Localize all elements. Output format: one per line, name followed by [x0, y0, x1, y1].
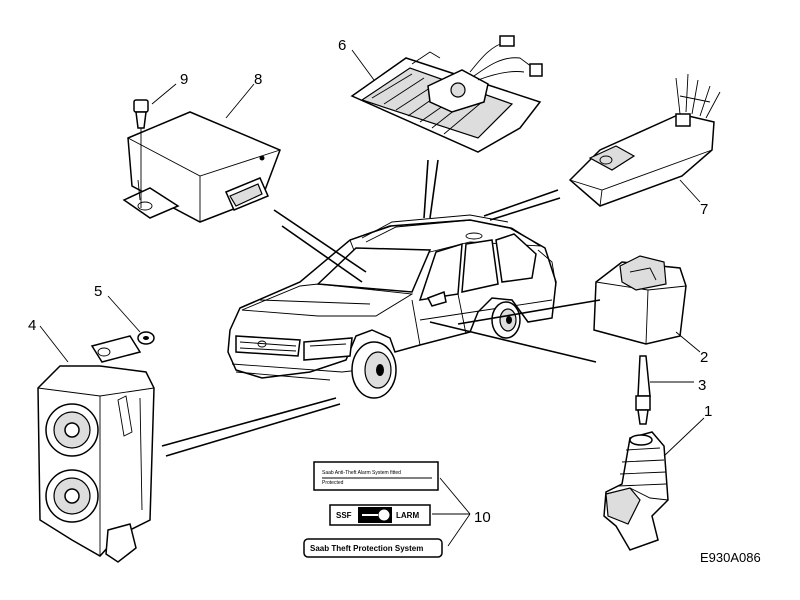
decal-protection-text: Saab Theft Protection System	[310, 544, 423, 553]
callout-2: 2	[700, 349, 708, 366]
callout-3: 3	[698, 377, 706, 394]
decal-warning-text-2: Protected	[322, 480, 344, 486]
nut-part-5	[137, 331, 155, 345]
callout-4: 4	[28, 317, 36, 334]
leader-lines	[39, 49, 705, 547]
callout-1: 1	[704, 403, 712, 420]
alarm-siren	[37, 335, 155, 563]
pin-part-3	[635, 355, 651, 425]
bonnet-switch	[603, 431, 669, 551]
diagram-code: E930A086	[700, 550, 761, 565]
decal-labels: Saab Anti-Theft Alarm System fitted Prot…	[303, 461, 443, 558]
sensor-module-part-7	[568, 73, 721, 207]
callout-10: 10	[474, 509, 491, 526]
interior-motion-sensor	[350, 35, 543, 153]
callout-7: 7	[700, 201, 708, 218]
callout-6: 6	[338, 37, 346, 54]
callout-numbers: 1 2 3 4 5 6 7 8 9 10	[28, 37, 712, 526]
decal-alarm-text: LARM	[396, 511, 419, 520]
callout-8: 8	[254, 71, 262, 88]
switch-cover	[593, 255, 687, 345]
alarm-control-module	[122, 111, 281, 223]
car-illustration	[227, 214, 557, 399]
decal-warning-text-1: Saab Anti-Theft Alarm System fitted	[322, 470, 401, 476]
screw-part-9	[133, 99, 149, 208]
decal-protection	[303, 538, 443, 558]
decal-warning-label	[313, 461, 439, 491]
callout-5: 5	[94, 283, 102, 300]
callout-9: 9	[180, 71, 188, 88]
decal-ssf-text: SSF	[336, 511, 352, 520]
